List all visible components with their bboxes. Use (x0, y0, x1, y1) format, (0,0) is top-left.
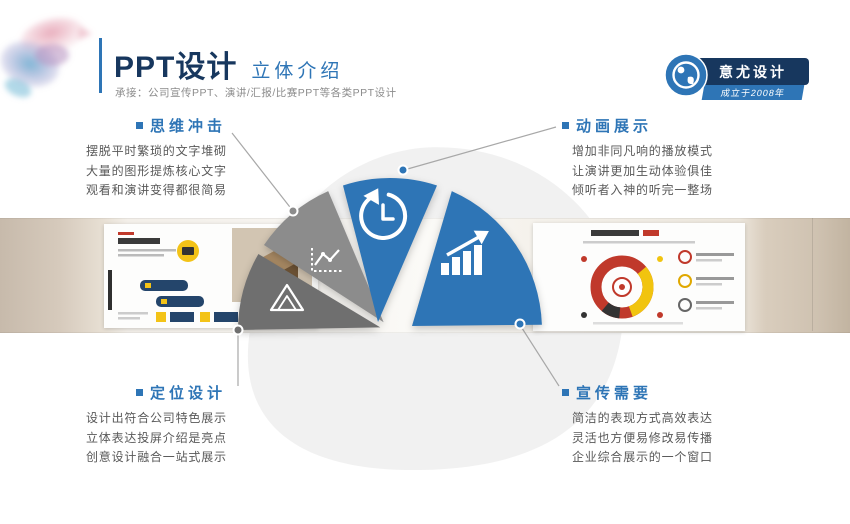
feature-block-mind-impact: 思维冲击 摆脱平时繁琐的文字堆砌 大量的图形提炼核心文字 观看和演讲变得都很简易 (86, 116, 261, 201)
block-line: 简洁的表现方式高效表达 (572, 411, 713, 425)
tagline: 承接：公司宣传PPT、演讲/汇报/比赛PPT等各类PPT设计 (115, 87, 397, 99)
page-subtitle: 立体介绍 (251, 61, 344, 82)
block-title: 宣传需要 (576, 384, 653, 402)
block-line: 摆脱平时繁琐的文字堆砌 (86, 144, 227, 158)
block-line: 观看和演讲变得都很简易 (86, 183, 227, 197)
page-title: PPT设计 (114, 51, 238, 84)
bullet-square-icon (562, 388, 569, 396)
feature-block-animation: 动画展示 增加非同凡响的播放模式 让演讲更加生动体验俱佳 倾听者入神的听完一整场 (562, 116, 737, 201)
block-line: 设计出符合公司特色展示 (86, 411, 227, 425)
slide-thumbnail-left (104, 224, 318, 328)
block-line: 大量的图形提炼核心文字 (86, 163, 227, 178)
connector-dot-top-left (287, 205, 299, 217)
block-line: 让演讲更加生动体验俱佳 (572, 163, 713, 178)
block-line: 创意设计融合一站式展示 (86, 450, 227, 464)
photo-strip-fold-line (812, 218, 813, 331)
bullet-square-icon (562, 121, 569, 129)
logo-established: 成立于2008年 (720, 88, 786, 98)
title-accent-bar (99, 38, 102, 93)
bullet-square-icon (136, 121, 143, 129)
logo-icon (664, 53, 708, 97)
slide-thumbnail-right (533, 223, 745, 331)
bullet-square-icon (136, 388, 143, 396)
connector-dot-top-right (397, 164, 409, 176)
block-title: 动画展示 (576, 117, 653, 135)
block-line: 企业综合展示的一个窗口 (572, 450, 713, 464)
block-line: 灵活也方便易修改易传播 (572, 430, 713, 445)
logo-name-banner: 意尤设计 (697, 58, 809, 85)
block-title: 思维冲击 (150, 117, 227, 135)
block-line: 倾听者入神的听完一整场 (572, 183, 713, 197)
feature-block-positioning: 定位设计 设计出符合公司特色展示 立体表达投屏介绍是亮点 创意设计融合一站式展示 (86, 383, 261, 468)
block-title: 定位设计 (150, 384, 227, 402)
logo-established-ribbon: 成立于2008年 (701, 85, 805, 100)
feature-block-promotion: 宣传需要 简洁的表现方式高效表达 灵活也方便易修改易传播 企业综合展示的一个窗口 (562, 383, 737, 468)
block-line: 立体表达投屏介绍是亮点 (86, 430, 227, 445)
block-line: 增加非同凡响的播放模式 (572, 144, 713, 158)
logo-name: 意尤设计 (719, 63, 787, 80)
page-title-row: PPT设计 立体介绍 (114, 42, 343, 86)
watercolor-blob-decoration (0, 17, 92, 98)
